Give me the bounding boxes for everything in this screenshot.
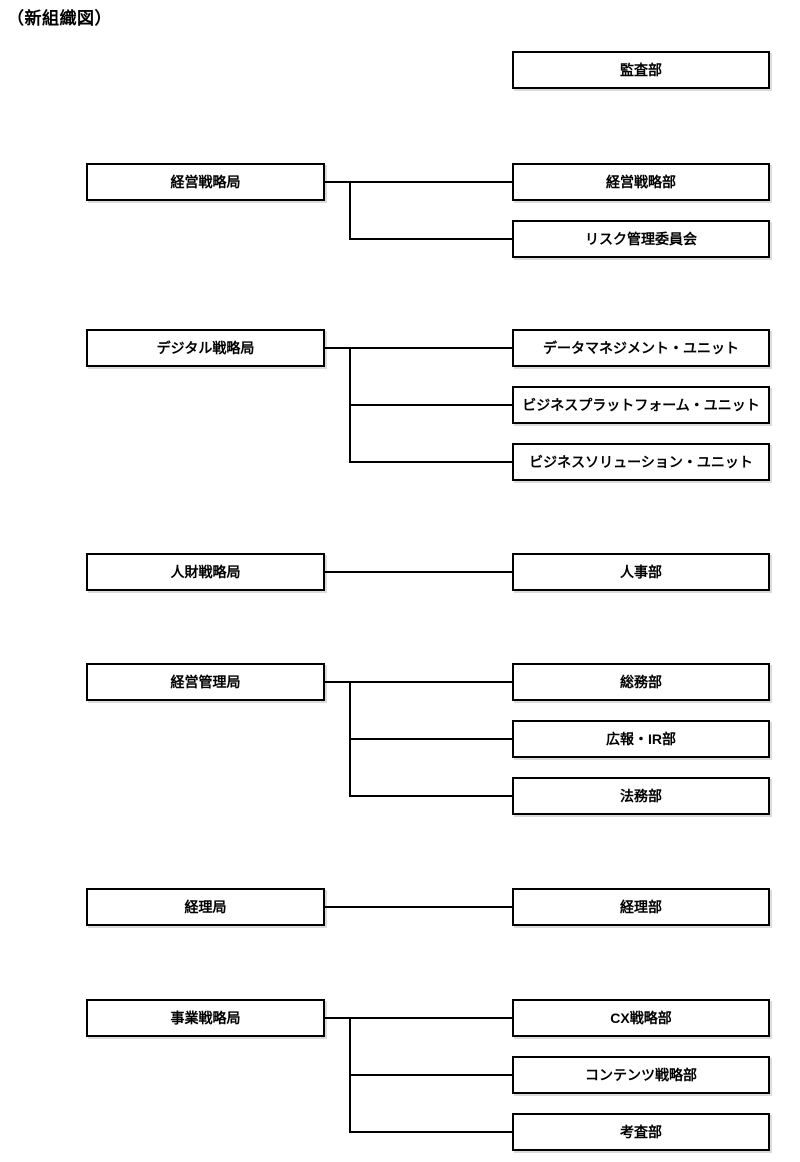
dept-box-5-2: 考査部 bbox=[512, 1113, 770, 1151]
dept-box-2-0: 人事部 bbox=[512, 553, 770, 591]
dept-box-3-2: 法務部 bbox=[512, 777, 770, 815]
bureau-box-2: 人財戦略局 bbox=[86, 553, 325, 591]
connector-hline bbox=[325, 1017, 512, 1019]
dept-box-1-1: ビジネスプラットフォーム・ユニット bbox=[512, 386, 770, 424]
dept-box-5-0: CX戦略部 bbox=[512, 999, 770, 1037]
dept-box-3-0: 総務部 bbox=[512, 663, 770, 701]
bureau-box-1: デジタル戦略局 bbox=[86, 329, 325, 367]
connector-hline bbox=[325, 681, 512, 683]
connector-hline bbox=[325, 181, 512, 183]
connector-vline bbox=[349, 181, 351, 239]
bureau-box-3: 経営管理局 bbox=[86, 663, 325, 701]
connector-hline bbox=[349, 238, 512, 240]
connector-hline bbox=[349, 1131, 512, 1133]
dept-box-1-2: ビジネスソリューション・ユニット bbox=[512, 443, 770, 481]
bureau-box-5: 事業戦略局 bbox=[86, 999, 325, 1037]
dept-box-0-1: リスク管理委員会 bbox=[512, 220, 770, 258]
dept-box-0-0: 経営戦略部 bbox=[512, 163, 770, 201]
dept-box-3-1: 広報・IR部 bbox=[512, 720, 770, 758]
connector-hline bbox=[325, 906, 512, 908]
dept-box-4-0: 経理部 bbox=[512, 888, 770, 926]
bureau-box-4: 経理局 bbox=[86, 888, 325, 926]
connector-hline bbox=[325, 571, 512, 573]
connector-hline bbox=[349, 795, 512, 797]
audit-dept-box: 監査部 bbox=[512, 51, 770, 89]
bureau-box-0: 経営戦略局 bbox=[86, 163, 325, 201]
dept-box-1-0: データマネジメント・ユニット bbox=[512, 329, 770, 367]
connector-hline bbox=[349, 461, 512, 463]
connector-hline bbox=[325, 347, 512, 349]
page-title: （新組織図） bbox=[7, 9, 112, 28]
connector-hline bbox=[349, 1074, 512, 1076]
connector-hline bbox=[349, 404, 512, 406]
connector-hline bbox=[349, 738, 512, 740]
dept-box-5-1: コンテンツ戦略部 bbox=[512, 1056, 770, 1094]
